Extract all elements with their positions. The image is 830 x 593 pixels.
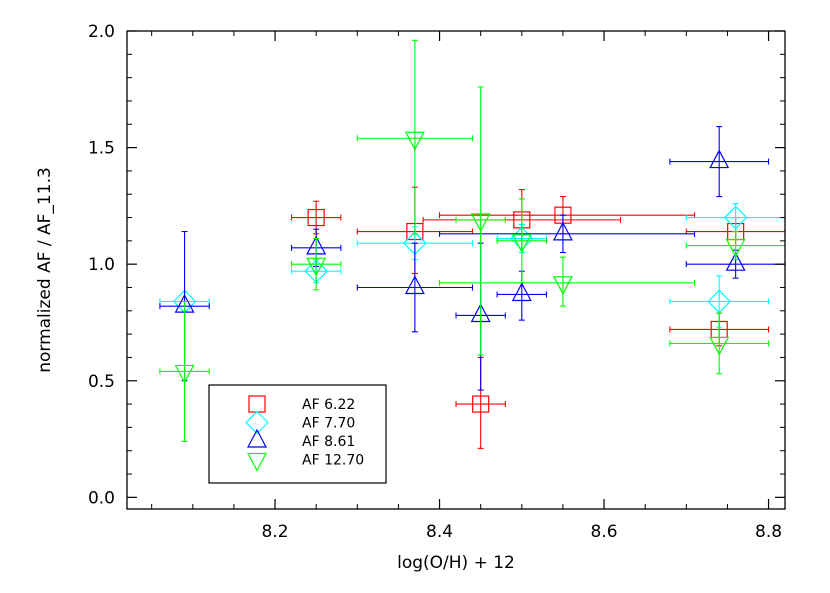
data-point-square (472, 395, 490, 413)
data-point-triangle-up (725, 251, 746, 271)
data-point-triangle-down (511, 234, 532, 254)
y-tick-label: 0.0 (88, 488, 115, 508)
legend-box (208, 384, 387, 484)
series-af-12-70 (159, 39, 786, 442)
data-point-triangle-down (725, 238, 746, 258)
data-point-triangle-down (709, 336, 730, 356)
data-point-diamond (723, 205, 748, 230)
x-tick-label: 8.4 (426, 522, 453, 542)
data-point-triangle-down (404, 131, 425, 151)
legend-label: AF 7.70 (302, 416, 355, 432)
legend-marker-triangle-up (247, 428, 267, 448)
series-af-7-70 (159, 202, 786, 328)
data-point-diamond (707, 289, 732, 314)
x-axis-label: log(O/H) + 12 (397, 553, 515, 573)
y-tick-label: 2.0 (88, 22, 115, 42)
series-layer (159, 39, 786, 449)
y-tick-label: 0.5 (88, 372, 115, 392)
data-point-triangle-down (174, 364, 195, 384)
data-point-triangle-down (470, 213, 491, 233)
x-tick-label: 8.6 (591, 522, 618, 542)
legend-label: AF 6.22 (302, 397, 355, 413)
data-point-triangle-up (404, 275, 425, 295)
y-tick-label: 1.0 (88, 255, 115, 275)
data-point-triangle-up (511, 282, 532, 302)
data-point-triangle-down (306, 257, 327, 277)
x-tick-label: 8.8 (755, 522, 782, 542)
data-point-triangle-up (552, 221, 573, 241)
data-point-triangle-down (552, 276, 573, 296)
legend: AF 6.22 AF 7.70 AF 8.61 AF 12.70 (208, 384, 387, 484)
legend-marker-triangle-down (247, 452, 267, 472)
y-axis-label: normalized AF / AF_11.3 (35, 167, 55, 373)
legend-label: AF 8.61 (302, 434, 355, 450)
series-af-8-61 (159, 126, 786, 391)
legend-label: AF 12.70 (302, 453, 364, 469)
ticks-layer: 8.2 8.4 8.6 8.8 0.0 0.5 1.0 1.5 2.0 (88, 22, 785, 542)
data-point-square (307, 208, 325, 227)
x-tick-label: 8.2 (262, 522, 289, 542)
plot-frame (126, 30, 786, 510)
data-point-triangle-up (709, 149, 730, 169)
y-tick-label: 1.5 (88, 139, 115, 159)
legend-marker-diamond (245, 410, 269, 435)
